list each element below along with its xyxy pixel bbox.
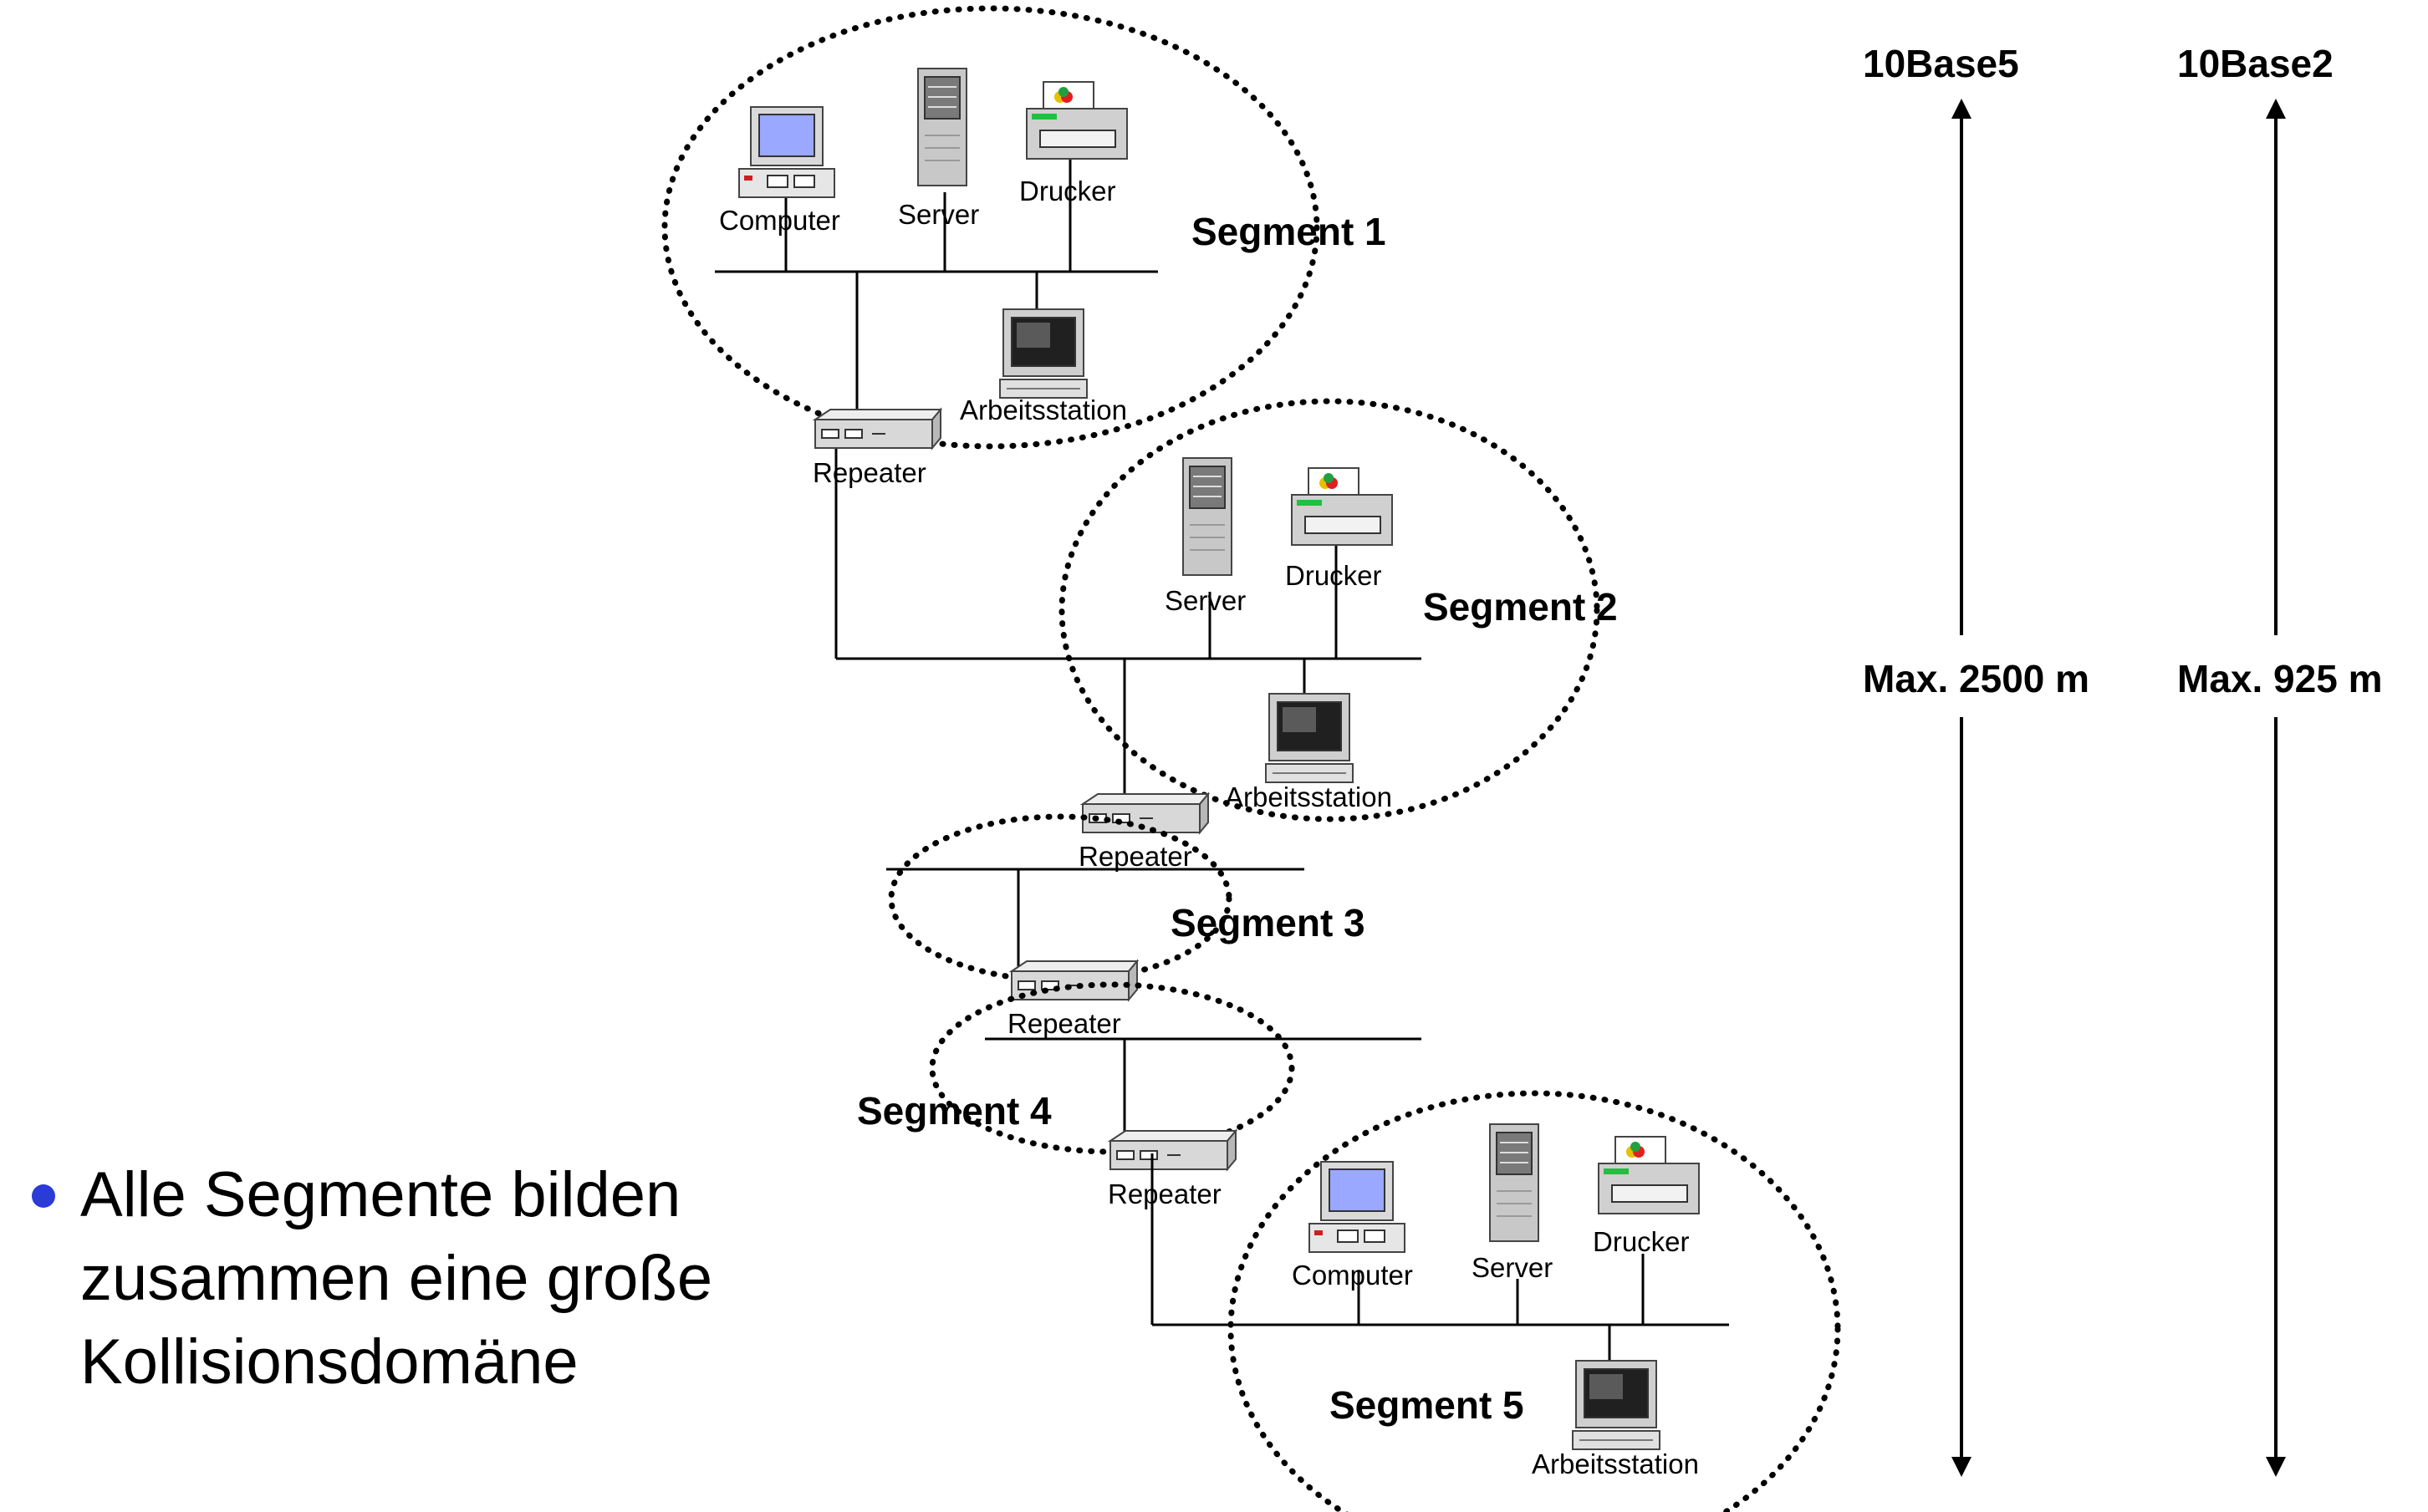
device-label-repeater: Repeater bbox=[1007, 1008, 1121, 1039]
device-label-computer: Computer bbox=[1292, 1260, 1413, 1291]
device-label-printer: Drucker bbox=[1593, 1226, 1690, 1257]
computer-icon bbox=[738, 106, 835, 198]
max-distance-10base5: Max. 2500 m bbox=[1863, 657, 2089, 700]
segment-5-ellipse bbox=[1227, 1090, 1841, 1512]
segment-1-label: Segment 1 bbox=[1191, 210, 1386, 253]
device-label-workstation: Arbeitsstation bbox=[1532, 1448, 1699, 1479]
device-label-printer: Drucker bbox=[1019, 176, 1116, 206]
segment-2-label: Segment 2 bbox=[1423, 585, 1618, 629]
workstation-icon bbox=[999, 308, 1088, 399]
printer-icon bbox=[1026, 81, 1128, 160]
server-icon bbox=[1489, 1123, 1539, 1242]
computer-icon bbox=[1308, 1161, 1405, 1253]
device-label-printer: Drucker bbox=[1285, 560, 1382, 591]
device-label-repeater: Repeater bbox=[813, 457, 926, 488]
workstation-icon bbox=[1265, 693, 1354, 783]
segment-3-ellipse bbox=[888, 813, 1232, 984]
device-label-workstation: Arbeitsstation bbox=[960, 395, 1127, 425]
workstation-icon bbox=[1572, 1360, 1660, 1450]
repeater-icon bbox=[1109, 1130, 1237, 1170]
segment-4-label: Segment 4 bbox=[857, 1089, 1052, 1133]
printer-icon bbox=[1598, 1136, 1700, 1214]
standard-10base2-label: 10Base2 bbox=[2177, 42, 2334, 85]
segment-2-ellipse bbox=[1058, 398, 1600, 822]
printer-icon bbox=[1291, 467, 1393, 546]
standard-10base5-label: 10Base5 bbox=[1863, 42, 2019, 85]
device-label-server: Server bbox=[1472, 1252, 1553, 1283]
device-label-computer: Computer bbox=[719, 205, 840, 236]
max-distance-10base2: Max. 925 m bbox=[2177, 657, 2382, 700]
bullet-point bbox=[32, 1184, 55, 1208]
repeater-icon bbox=[1082, 793, 1209, 833]
summary-line-3: Kollisionsdomäne bbox=[80, 1326, 579, 1397]
segment-3-label: Segment 3 bbox=[1171, 901, 1365, 944]
summary-line-2: zusammen eine große bbox=[80, 1243, 713, 1314]
server-icon bbox=[917, 68, 967, 186]
device-label-repeater: Repeater bbox=[1108, 1179, 1222, 1209]
device-label-workstation: Arbeitsstation bbox=[1225, 781, 1392, 812]
segment-1-ellipse bbox=[661, 5, 1320, 450]
server-icon bbox=[1182, 457, 1232, 576]
repeater-icon bbox=[814, 409, 941, 449]
summary-line-1: Alle Segmente bilden bbox=[80, 1159, 681, 1230]
device-label-repeater: Repeater bbox=[1079, 841, 1192, 872]
segment-5-label: Segment 5 bbox=[1329, 1383, 1524, 1427]
device-label-server: Server bbox=[898, 199, 979, 230]
device-label-server: Server bbox=[1165, 585, 1246, 616]
summary-text: Alle Segmente bilden zusammen eine große… bbox=[80, 1153, 833, 1404]
